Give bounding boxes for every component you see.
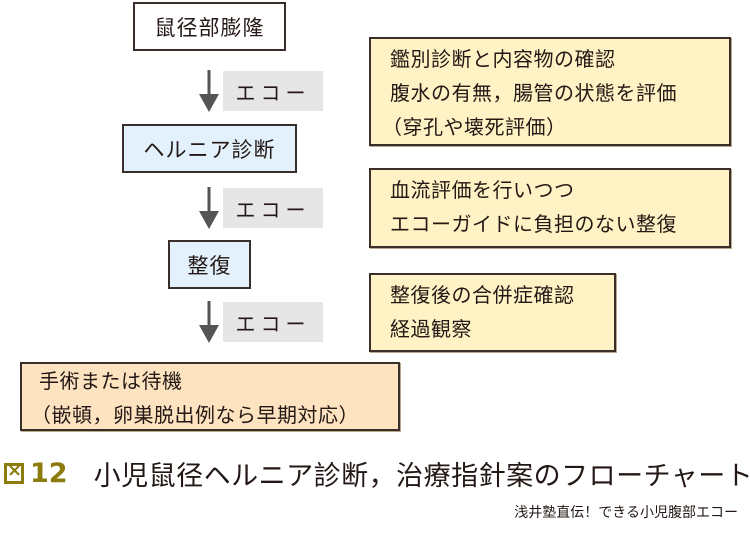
echo-label-text: エコー: [235, 311, 311, 336]
figure-title: 小児鼠径ヘルニア診断，治療指針案のフローチャート: [93, 461, 750, 492]
figure-caption: 12 小児鼠径ヘルニア診断，治療指針案のフローチャート: [4, 454, 750, 493]
flow-step-hernia-diagnosis: ヘルニア診断: [122, 124, 297, 173]
note-post-reduction: 整復後の合併症確認 経過観察: [369, 273, 616, 352]
figure-number: 12: [30, 458, 68, 489]
note-differential-diagnosis: 鑑別診断と内容物の確認 腹水の有無，腸管の状態を評価 （穿孔や壊死評価）: [369, 37, 731, 146]
echo-label: エコー: [223, 71, 323, 111]
note-line: 鑑別診断と内容物の確認: [390, 47, 616, 71]
flow-step-surgery-or-wait: 手術または待機 （嵌頓，卵巣脱出例なら早期対応）: [20, 362, 400, 431]
note-line: エコーガイドに負担のない整復: [390, 212, 677, 236]
echo-label: エコー: [223, 302, 323, 342]
figure-source: 浅井塾直伝！できる小児腹部エコー: [514, 505, 738, 521]
note-line: 経過観察: [390, 317, 472, 341]
down-arrow-icon: [199, 187, 219, 229]
flow-step-label: 鼠径部膨隆: [154, 15, 265, 40]
note-line: 腹水の有無，腸管の状態を評価: [390, 81, 677, 105]
echo-label-text: エコー: [235, 80, 311, 105]
flow-step-label: ヘルニア診断: [143, 137, 276, 162]
echo-label-text: エコー: [235, 197, 311, 222]
flow-step-line: （嵌頓，卵巣脱出例なら早期対応）: [31, 403, 359, 427]
figure-icon: [4, 460, 24, 484]
note-line: （穿孔や壊死評価）: [382, 115, 567, 139]
note-line: 血流評価を行いつつ: [390, 178, 575, 202]
flow-step-label: 整復: [187, 253, 232, 278]
note-blood-flow-reduction: 血流評価を行いつつ エコーガイドに負担のない整復: [369, 168, 731, 248]
flow-step-inguinal-swelling: 鼠径部膨隆: [133, 2, 286, 51]
note-line: 整復後の合併症確認: [390, 283, 575, 307]
down-arrow-icon: [199, 301, 219, 343]
down-arrow-icon: [199, 70, 219, 112]
flow-step-line: 手術または待機: [39, 369, 183, 393]
echo-label: エコー: [223, 188, 323, 228]
flow-step-reduction: 整復: [168, 240, 251, 289]
